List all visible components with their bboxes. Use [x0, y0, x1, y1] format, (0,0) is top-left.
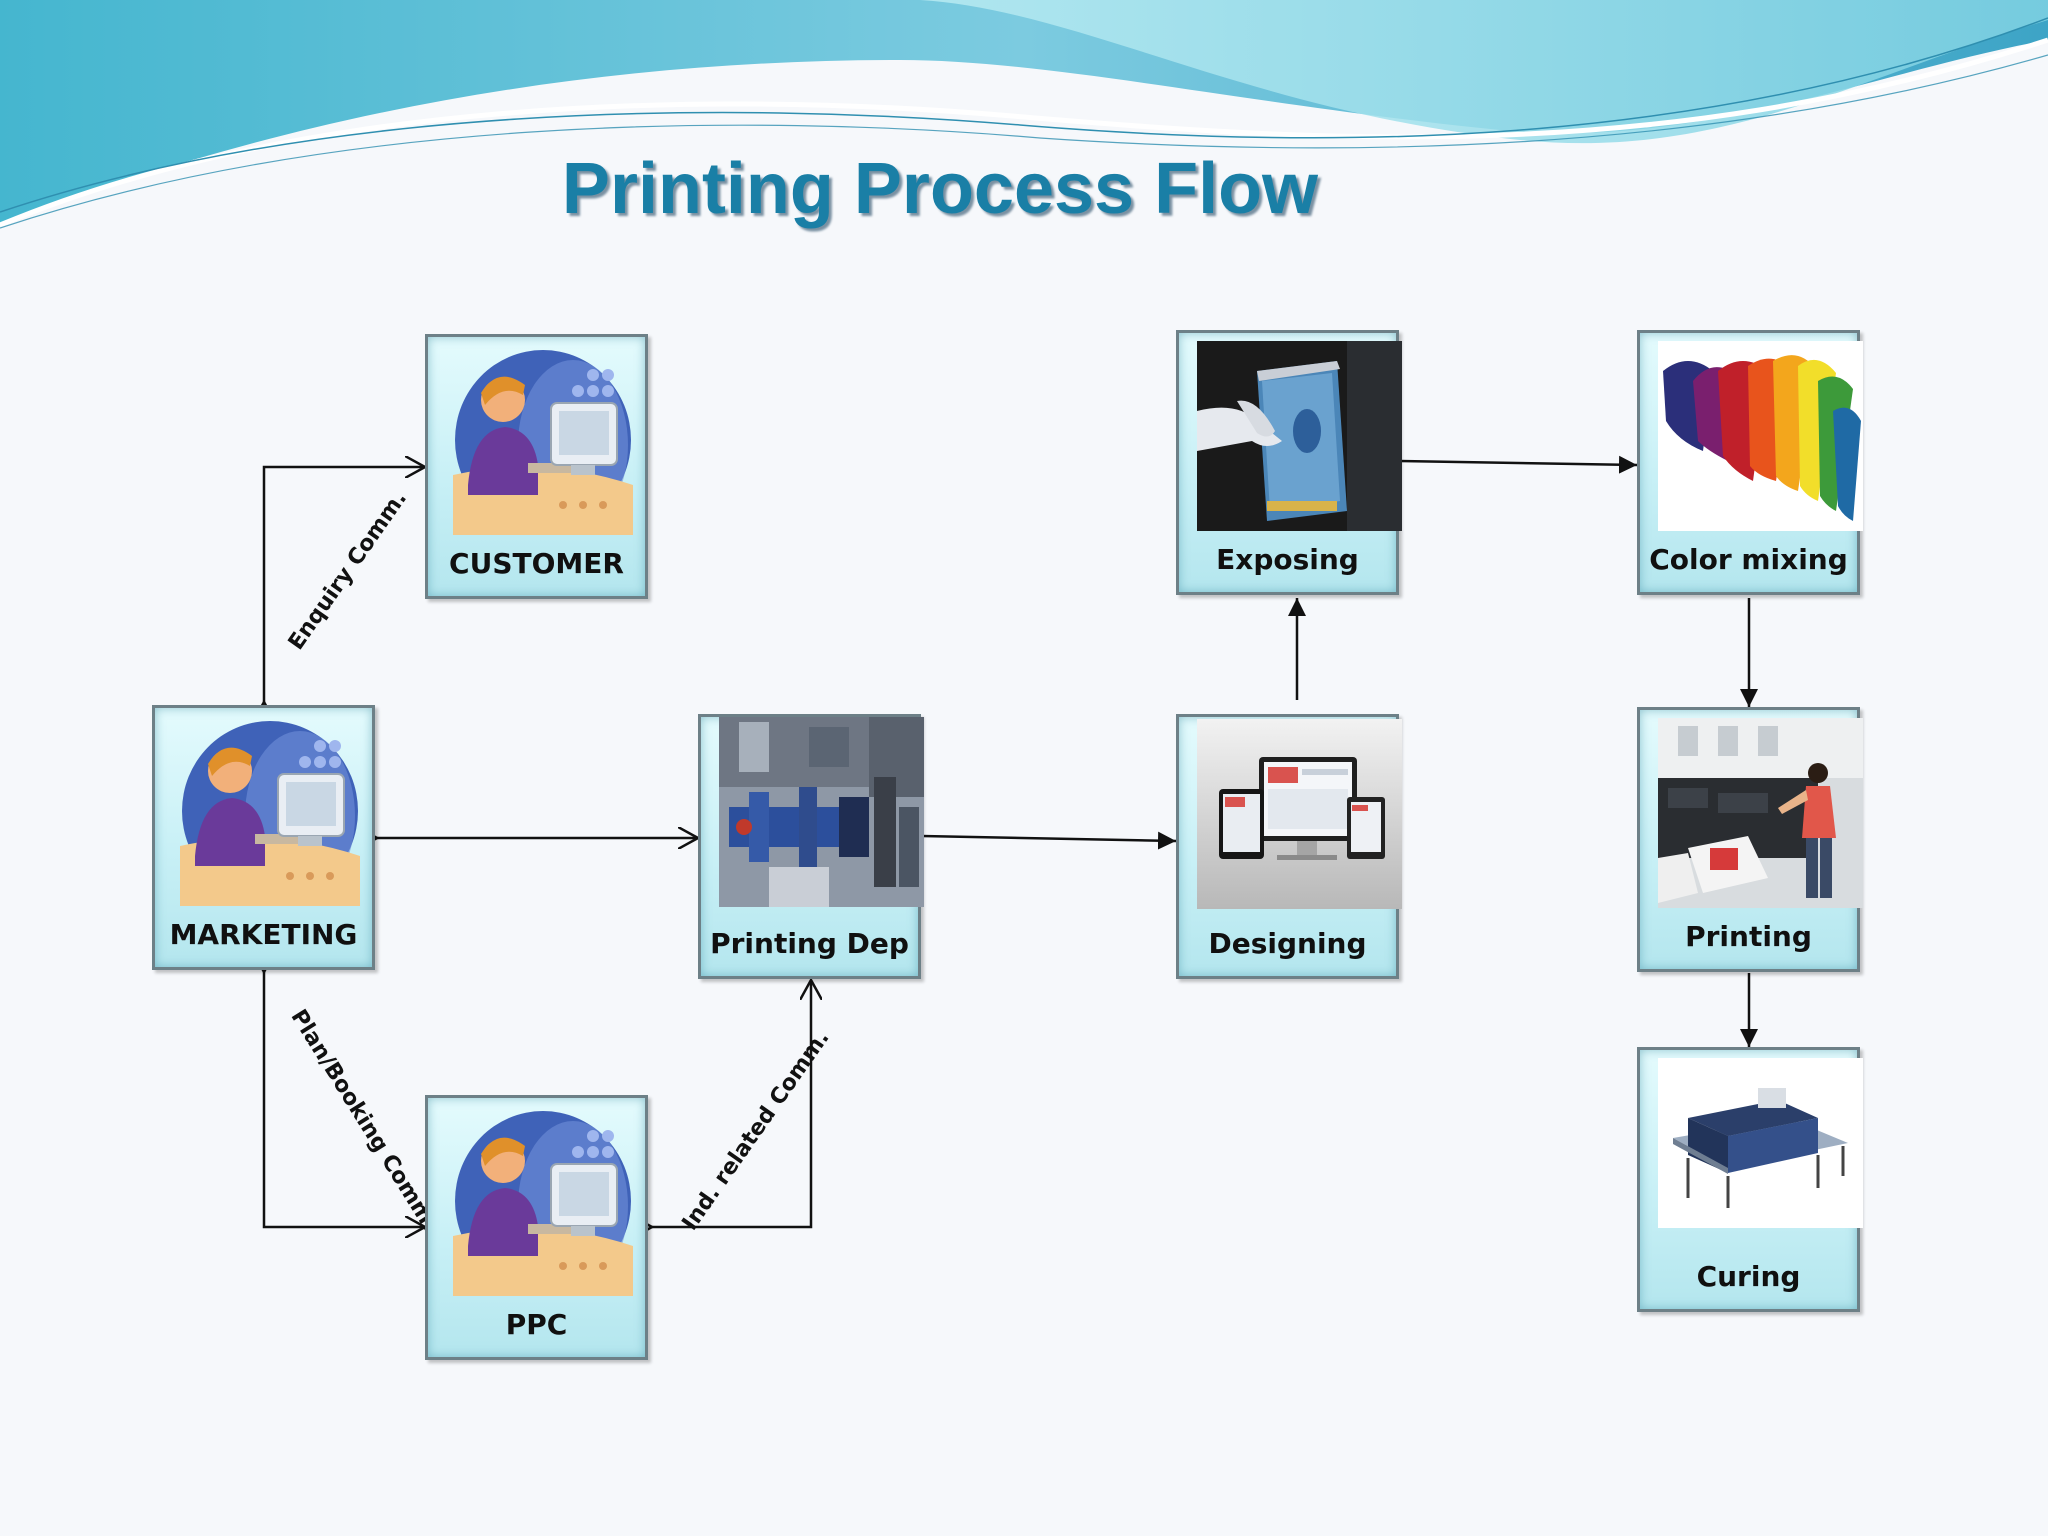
node-label: MARKETING — [169, 918, 358, 951]
node-label: Color mixing — [1649, 543, 1848, 576]
node-label: Printing Dep — [710, 927, 909, 960]
customer-user-icon — [443, 345, 633, 535]
node-label: Curing — [1696, 1260, 1801, 1293]
node-customer[interactable]: CUSTOMER — [425, 334, 648, 599]
node-label: Exposing — [1216, 543, 1359, 576]
page-title: Printing Process Flow — [561, 149, 1319, 229]
node-color-mixing[interactable]: Color mixing — [1637, 330, 1863, 595]
node-label: PPC — [505, 1308, 568, 1341]
exposing-screen-photo — [1197, 341, 1402, 531]
connector-enquiry — [264, 467, 425, 702]
printing-department-photo — [719, 717, 924, 907]
node-printing[interactable]: Printing — [1637, 707, 1863, 972]
color-mixing-paint-photo — [1658, 341, 1863, 531]
connector-ind-related — [652, 980, 811, 1227]
curing-dryer-photo — [1658, 1058, 1863, 1228]
header-wave-decoration — [0, 0, 2048, 229]
node-marketing[interactable]: MARKETING — [152, 705, 375, 970]
node-printing-dep[interactable]: Printing Dep — [698, 714, 924, 979]
ppc-user-icon — [443, 1106, 633, 1296]
node-designing[interactable]: Designing — [1176, 714, 1402, 979]
printing-machine-photo — [1658, 718, 1863, 908]
node-curing[interactable]: Curing — [1637, 1047, 1863, 1312]
node-exposing[interactable]: Exposing — [1176, 330, 1402, 595]
node-label: Printing — [1685, 920, 1812, 953]
connector-printing-dep-designing — [921, 831, 1177, 850]
node-label: CUSTOMER — [449, 547, 624, 580]
node-label: Designing — [1208, 927, 1367, 960]
connector-plan-booking — [264, 972, 425, 1227]
connector-exposing-color-mixing — [1399, 455, 1638, 474]
node-ppc[interactable]: PPC — [425, 1095, 648, 1360]
designing-devices-photo — [1197, 719, 1402, 909]
marketing-user-icon — [170, 716, 360, 906]
